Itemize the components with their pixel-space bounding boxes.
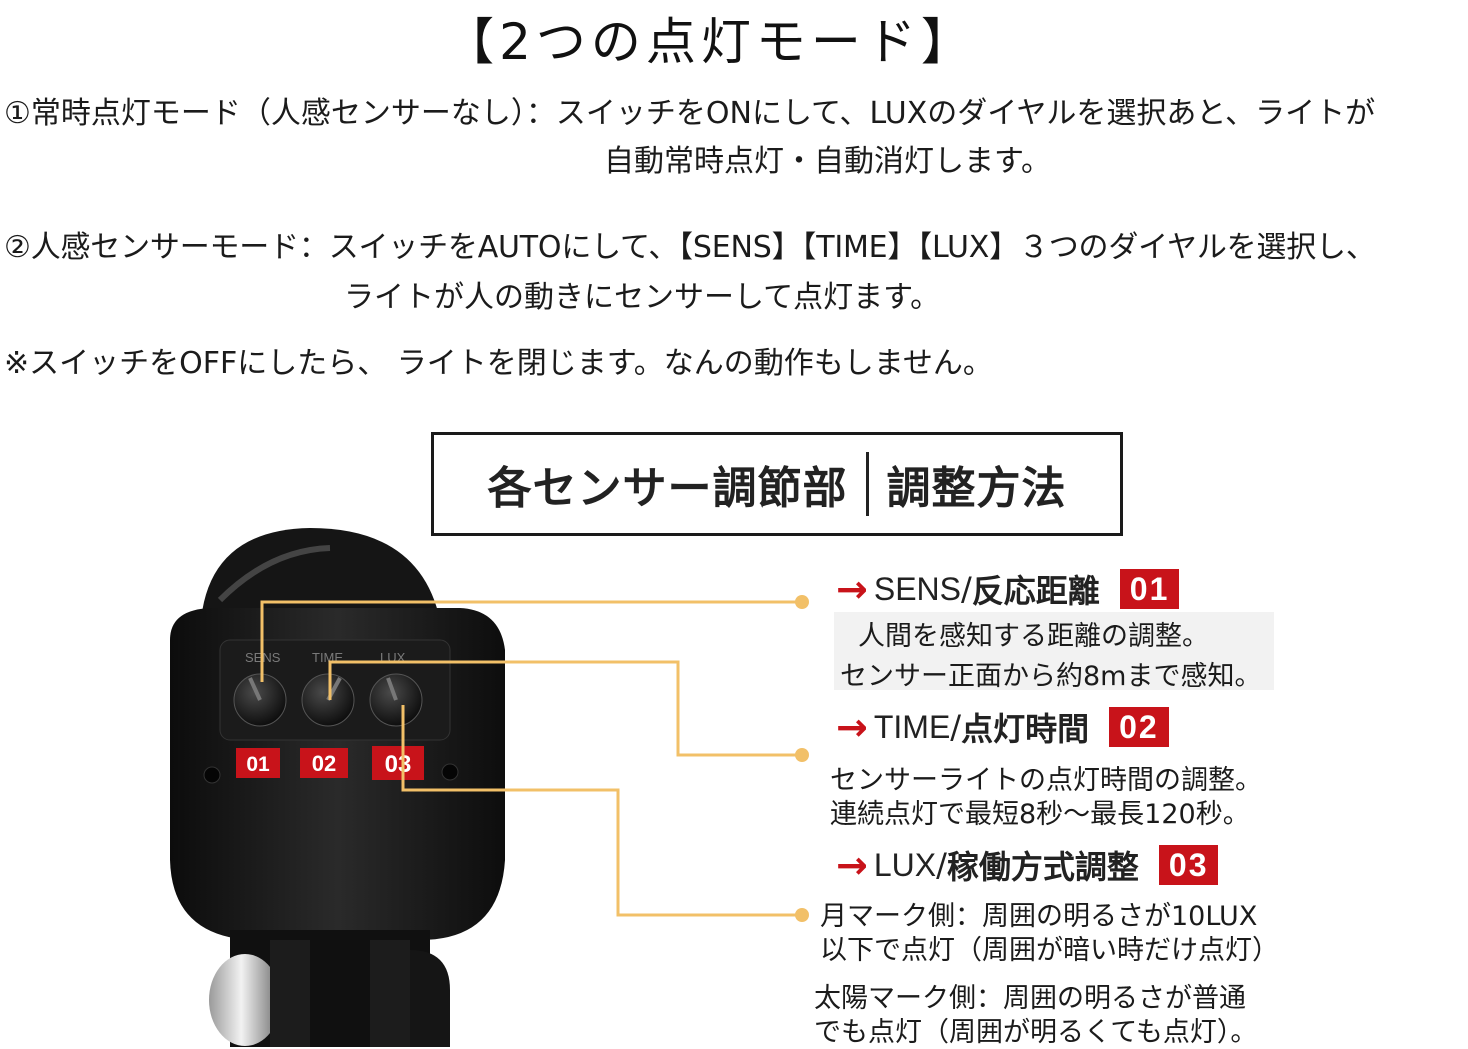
time-desc-line1: センサーライトの点灯時間の調整。 [830, 765, 1262, 796]
sens-heading: → SENS / 反応距離 01 [836, 566, 1180, 612]
lux-heading-sep: / [936, 846, 947, 884]
mode1-line1: ①常時点灯モード（人感センサーなし）：スイッチをONにして、LUXのダイヤルを選… [4, 96, 1376, 131]
leader-line-sens [260, 600, 800, 682]
leader-dot-sens [795, 595, 809, 609]
box-title-right: 調整方法 [886, 463, 1067, 514]
lux-desc-line4: でも点灯（周囲が明るくても点灯）。 [814, 1017, 1258, 1048]
device-badge-03: 03 [385, 751, 412, 778]
sensor-device-image: SENS TIME LUX 01 02 03 [170, 528, 505, 1047]
sens-desc-line1: 人間を感知する距離の調整。 [858, 621, 1209, 652]
arrow-right-icon: → [836, 705, 868, 749]
sens-heading-sep: / [960, 570, 972, 608]
sens-heading-en: SENS [873, 570, 961, 607]
time-heading: → TIME / 点灯時間 02 [836, 704, 1169, 750]
sens-badge: 01 [1119, 569, 1180, 609]
time-heading-sep: / [950, 708, 962, 746]
time-heading-ja: 点灯時間 [961, 710, 1090, 748]
box-title-left: 各センサー調節部 [487, 463, 848, 514]
sens-desc-line2: センサー正面から約8mまで感知。 [840, 661, 1262, 692]
time-badge: 02 [1109, 707, 1169, 747]
off-note: ※スイッチをOFFにしたら、 ライトを閉じます。なんの動作もしません。 [4, 346, 993, 381]
page-title: 【2つの点灯モード】 [444, 13, 976, 71]
arrow-right-icon: → [836, 567, 868, 611]
mode2-line1: ②人感センサーモード：スイッチをAUTOにして、【SENS】【TIME】【LUX… [4, 230, 1376, 265]
sens-desc-background [834, 612, 1274, 690]
mode1-line2: 自動常時点灯・自動消灯します。 [604, 144, 1051, 179]
lux-desc-line2: 以下で点灯（周囲が暗い時だけ点灯） [820, 935, 1279, 966]
leader-dot-lux [795, 908, 809, 922]
lux-heading: → LUX / 稼働方式調整 03 [836, 842, 1219, 888]
lux-heading-en: LUX [873, 846, 937, 883]
leader-line-lux [401, 705, 800, 917]
mode2-line2: ライトが人の動きにセンサーして点灯ます。 [344, 280, 941, 315]
box-divider [865, 452, 869, 516]
time-heading-en: TIME [873, 708, 951, 745]
lux-desc-line1: 月マーク側：周囲の明るさが10LUX [820, 901, 1258, 932]
leader-dot-time [795, 748, 809, 762]
lux-desc-line3: 太陽マーク側：周囲の明るさが普通 [814, 983, 1246, 1014]
sens-heading-ja: 反応距離 [971, 572, 1100, 610]
adjustment-title-box: 各センサー調節部 調整方法 [431, 432, 1123, 536]
device-badge-02: 02 [312, 751, 336, 776]
leader-line-time [328, 660, 800, 757]
lux-badge: 03 [1158, 845, 1219, 885]
time-desc-line2: 連続点灯で最短8秒～最長120秒。 [830, 799, 1250, 830]
arrow-right-icon: → [836, 843, 868, 887]
lux-heading-ja: 稼働方式調整 [946, 848, 1139, 886]
device-badge-01: 01 [246, 753, 270, 776]
